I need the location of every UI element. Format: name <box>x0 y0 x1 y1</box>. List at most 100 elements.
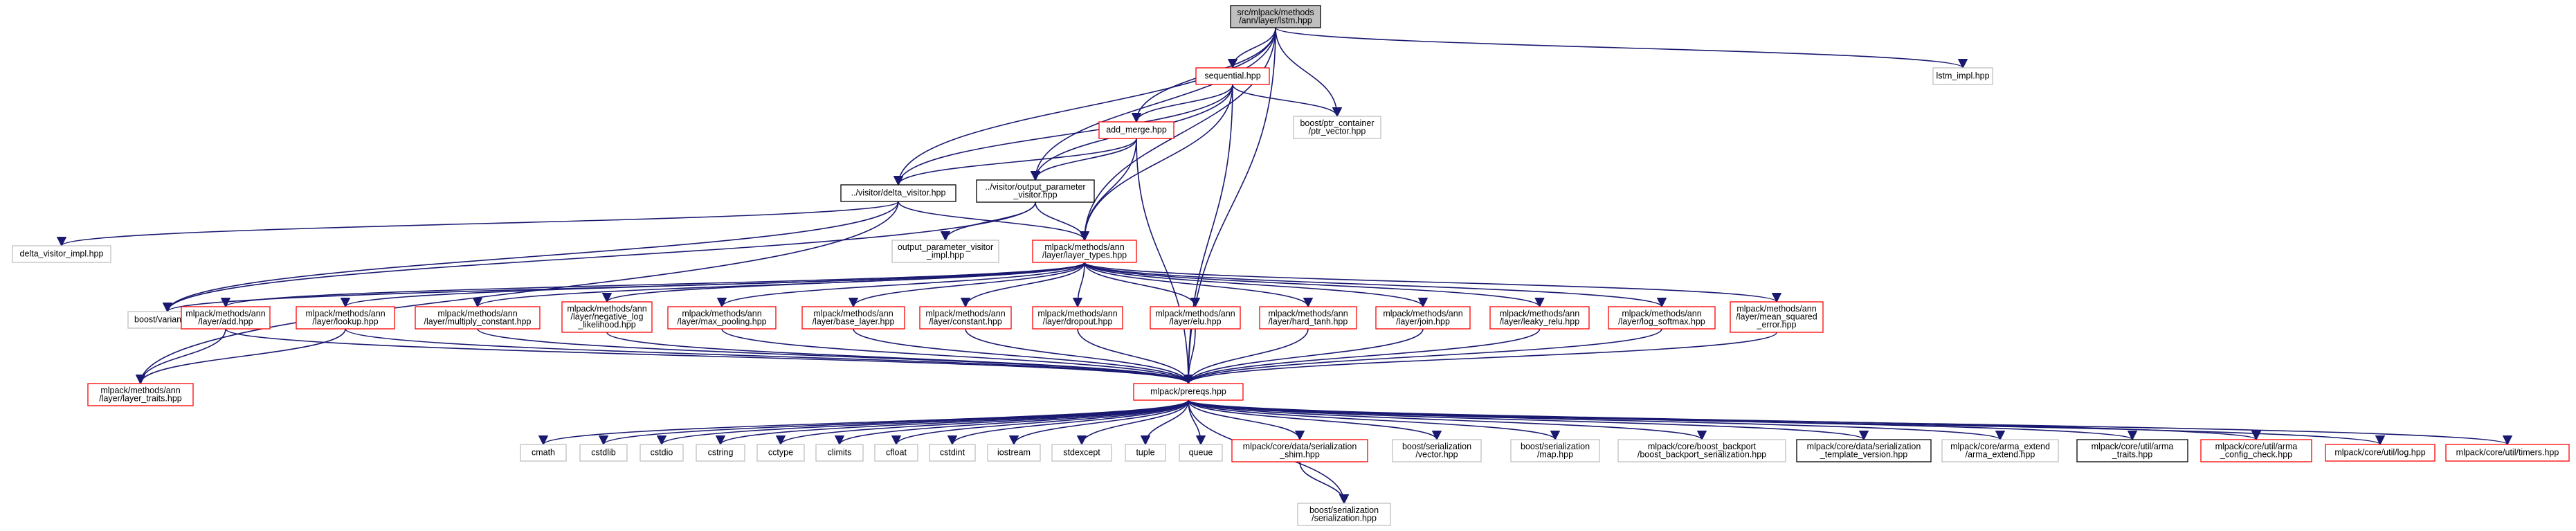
edge-prereqs-to-cmath <box>538 399 1189 446</box>
node-label: mlpack/core/data/serialization <box>1807 442 1921 451</box>
node-label: _likelihood.hpp <box>577 320 635 330</box>
node-label: /map.hpp <box>1537 449 1573 459</box>
node-box <box>2445 444 2570 462</box>
node-hard-tanh[interactable]: mlpack/methods/ann/layer/hard_tanh.hpp <box>1259 306 1357 330</box>
node-box <box>1032 306 1123 330</box>
node-label: src/mlpack/methods <box>1237 8 1314 17</box>
edge-sequential-to-layer_types <box>1079 84 1233 242</box>
node-sequential[interactable]: sequential.hpp <box>1195 67 1270 85</box>
node-box <box>1375 306 1471 330</box>
node-lookup[interactable]: mlpack/methods/ann/layer/lookup.hpp <box>296 306 395 330</box>
node-multiply-constant[interactable]: mlpack/methods/ann/layer/multiply_consta… <box>415 306 541 330</box>
node-arma-traits[interactable]: mlpack/core/util/arma_traits.hpp <box>2076 439 2188 462</box>
node-cctype[interactable]: cctype <box>756 444 805 462</box>
node-label: boost/serialization <box>1521 442 1590 451</box>
node-box <box>929 444 976 462</box>
node-add-merge[interactable]: add_merge.hpp <box>1098 121 1174 139</box>
node-box <box>1150 306 1241 330</box>
node-label: mlpack/methods/ann <box>1500 309 1579 318</box>
edge-layer_types-to-log_softmax <box>1084 262 1667 308</box>
edge-sequential-to-delta_visitor <box>893 84 1233 186</box>
node-cmath[interactable]: cmath <box>520 444 567 462</box>
node-boost-vector[interactable]: boost/serialization/vector.hpp <box>1392 439 1482 462</box>
node-cstdio[interactable]: cstdio <box>640 444 684 462</box>
node-label: mlpack/core/data/serialization <box>1243 442 1357 451</box>
node-delta-visitor-impl[interactable]: delta_visitor_impl.hpp <box>12 245 111 263</box>
node-join[interactable]: mlpack/methods/ann/layer/join.hpp <box>1375 306 1471 330</box>
node-box <box>1941 439 2059 462</box>
node-label: mlpack/methods/ann <box>1044 242 1124 252</box>
node-label: mlpack/methods/ann <box>1037 309 1117 318</box>
node-output-parameter-visitor[interactable]: ../visitor/output_parameter_visitor.hpp <box>976 179 1095 203</box>
node-serialization-shim[interactable]: mlpack/core/data/serialization_shim.hpp <box>1231 439 1368 462</box>
node-mean-squared-error[interactable]: mlpack/methods/ann/layer/mean_squared_er… <box>1730 301 1824 333</box>
node-label: /layer/lookup.hpp <box>312 316 378 326</box>
node-cstring[interactable]: cstring <box>696 444 745 462</box>
node-box <box>1125 444 1166 462</box>
edge-layer_types-to-elu <box>1084 262 1201 308</box>
edge-prereqs-to-stdexcept <box>1076 399 1189 446</box>
node-label: ../visitor/delta_visitor.hpp <box>851 188 946 198</box>
node-label: _error.hpp <box>1757 320 1797 330</box>
node-box <box>1051 444 1112 462</box>
node-label: cfloat <box>886 448 907 458</box>
node-box <box>1489 306 1590 330</box>
node-label: tuple <box>1136 448 1154 458</box>
node-arma-config-check[interactable]: mlpack/core/util/arma_config_check.hpp <box>2200 439 2312 462</box>
node-base-layer[interactable]: mlpack/methods/ann/layer/base_layer.hpp <box>801 306 905 330</box>
node-box <box>1230 5 1321 28</box>
node-box <box>87 383 194 406</box>
node-cstdint[interactable]: cstdint <box>929 444 976 462</box>
node-label: queue <box>1189 448 1213 458</box>
node-box <box>181 306 271 330</box>
node-timers[interactable]: mlpack/core/util/timers.hpp <box>2445 444 2570 462</box>
node-layer-types[interactable]: mlpack/methods/ann/layer/layer_types.hpp <box>1032 240 1137 263</box>
node-label: /boost_backport_serialization.hpp <box>1638 449 1766 459</box>
node-label: _shim.hpp <box>1279 449 1320 459</box>
node-iostream[interactable]: iostream <box>987 444 1041 462</box>
edge-add_merge-to-layer_types <box>1079 138 1137 242</box>
edge-prereqs-to-cstdio <box>657 399 1189 446</box>
node-prereqs[interactable]: mlpack/prereqs.hpp <box>1133 383 1244 401</box>
node-cstdlib[interactable]: cstdlib <box>579 444 628 462</box>
edge-layer_types-to-base_layer <box>848 262 1085 308</box>
node-boost-serialization[interactable]: boost/serialization/serialization.hpp <box>1297 503 1391 526</box>
node-label: lstm_impl.hpp <box>1936 71 1989 81</box>
node-box <box>987 444 1041 462</box>
node-output-parameter-visitor-impl[interactable]: output_parameter_visitor_impl.hpp <box>891 240 999 263</box>
node-ptr-vector[interactable]: boost/ptr_container/ptr_vector.hpp <box>1293 116 1381 139</box>
node-label: stdexcept <box>1063 448 1100 458</box>
node-constant[interactable]: mlpack/methods/ann/layer/constant.hpp <box>919 306 1012 330</box>
node-label: /ann/layer/lstm.hpp <box>1239 15 1312 25</box>
node-delta-visitor[interactable]: ../visitor/delta_visitor.hpp <box>840 184 956 202</box>
node-elu[interactable]: mlpack/methods/ann/layer/elu.hpp <box>1150 306 1241 330</box>
node-negative-log-likelihood[interactable]: mlpack/methods/ann/layer/negative_log_li… <box>561 301 653 333</box>
node-box <box>1179 444 1223 462</box>
node-serialization-template-version[interactable]: mlpack/core/data/serialization_template_… <box>1796 439 1932 462</box>
edge-lookup-to-layer_traits <box>135 328 346 385</box>
node-tuple[interactable]: tuple <box>1125 444 1166 462</box>
node-dropout[interactable]: mlpack/methods/ann/layer/dropout.hpp <box>1032 306 1123 330</box>
node-climits[interactable]: climits <box>815 444 864 462</box>
node-log[interactable]: mlpack/core/util/log.hpp <box>2325 444 2436 462</box>
node-boost-backport[interactable]: mlpack/core/boost_backport/boost_backpor… <box>1617 439 1786 462</box>
node-label: /layer/max_pooling.hpp <box>677 316 766 326</box>
node-add[interactable]: mlpack/methods/ann/layer/add.hpp <box>181 306 271 330</box>
node-stdexcept[interactable]: stdexcept <box>1051 444 1112 462</box>
edge-lstm-to-sequential <box>1227 27 1276 69</box>
node-leaky-relu[interactable]: mlpack/methods/ann/layer/leaky_relu.hpp <box>1489 306 1590 330</box>
node-lstm[interactable]: src/mlpack/methods/ann/layer/lstm.hpp <box>1230 5 1321 28</box>
node-label: /layer/leaky_relu.hpp <box>1500 316 1579 326</box>
node-label: cstdlib <box>591 448 615 458</box>
node-lstm-impl[interactable]: lstm_impl.hpp <box>1932 67 1993 85</box>
node-max-pooling[interactable]: mlpack/methods/ann/layer/max_pooling.hpp <box>667 306 777 330</box>
edge-add_merge-to-output_parameter_visitor <box>1030 138 1137 181</box>
node-box <box>1231 439 1368 462</box>
node-cfloat[interactable]: cfloat <box>874 444 918 462</box>
node-queue[interactable]: queue <box>1179 444 1223 462</box>
node-log-softmax[interactable]: mlpack/methods/ann/layer/log_softmax.hpp <box>1608 306 1716 330</box>
node-label: delta_visitor_impl.hpp <box>20 249 104 259</box>
node-arma-extend[interactable]: mlpack/core/arma_extend/arma_extend.hpp <box>1941 439 2059 462</box>
node-boost-map[interactable]: boost/serialization/map.hpp <box>1510 439 1600 462</box>
node-layer-traits[interactable]: mlpack/methods/ann/layer/layer_traits.hp… <box>87 383 194 406</box>
